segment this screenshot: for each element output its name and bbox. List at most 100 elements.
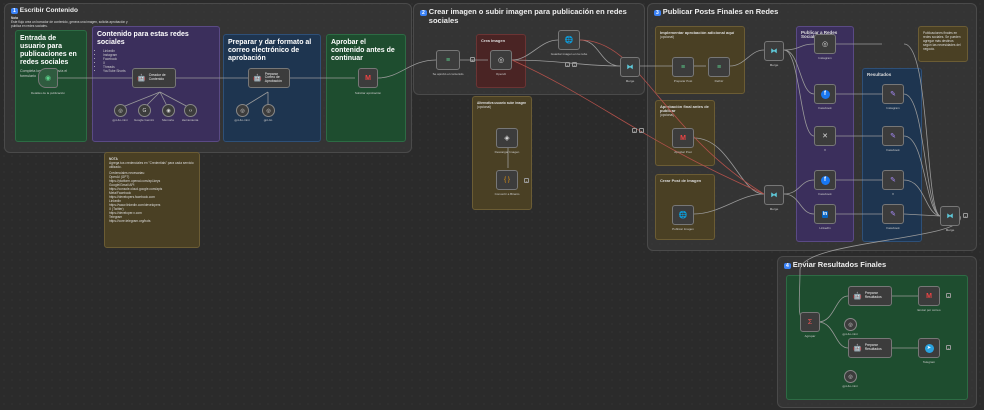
x-icon: ✕ — [822, 132, 828, 140]
openai-icon: ◎ — [118, 107, 123, 114]
node-instagram[interactable]: ◎ — [814, 34, 836, 54]
node-resultado-1[interactable]: ✎ — [882, 84, 904, 104]
node-gmail-final[interactable]: M — [672, 128, 694, 148]
node-preparar-resultados-2[interactable]: 🤖 Preparar Resultados — [848, 338, 892, 358]
note-heading: Nota — [11, 16, 19, 20]
gemini-icon: G — [142, 107, 147, 114]
node-label: Solicitar aprobación — [354, 91, 382, 95]
node-merge-final[interactable]: ⧓ — [940, 206, 960, 226]
merge-icon: ⧓ — [770, 47, 778, 55]
set-icon: ≡ — [680, 63, 686, 71]
node-http-post[interactable]: 🌐 — [672, 205, 694, 225]
subnode-llm[interactable]: ◎ — [114, 104, 127, 117]
openai-icon: ◎ — [497, 56, 505, 64]
credential-link[interactable]: https://developer.x.com — [109, 211, 142, 215]
sticky-preparar: Preparar y dar formato al correo electró… — [223, 34, 321, 142]
gmail-icon: M — [680, 134, 686, 142]
group-number: 2 — [420, 10, 427, 16]
node-code-binario[interactable]: { } — [496, 170, 518, 190]
pencil-icon: ✎ — [890, 210, 896, 218]
node-linkedin[interactable]: in — [814, 204, 836, 224]
credential-link[interactable]: https://developers.facebook.com — [109, 195, 155, 199]
node-gmail-resultados[interactable]: M — [918, 286, 940, 306]
node-resultado-4[interactable]: ✎ — [882, 204, 904, 224]
instagram-icon: ◎ — [821, 40, 829, 48]
node-drive-descargar[interactable]: ◈ — [496, 128, 518, 148]
subnode-memoria[interactable]: ◉ — [162, 104, 175, 117]
openai-icon: ◎ — [240, 107, 245, 114]
node-gmail-aprobacion[interactable]: M — [358, 68, 378, 88]
node-form-trigger[interactable]: ◉ — [38, 68, 58, 88]
set-icon: ≡ — [445, 56, 451, 64]
node-agente-contenido[interactable]: 🤖 Creador de Contenido — [132, 68, 176, 88]
group-title: Escribir Contenido — [19, 7, 78, 14]
add-node-button[interactable]: + — [946, 345, 951, 351]
group-number: 3 — [654, 10, 661, 16]
node-resultado-3[interactable]: ✎ — [882, 170, 904, 190]
node-merge-1[interactable]: ⧓ — [620, 57, 640, 77]
node-resultado-2[interactable]: ✎ — [882, 126, 904, 146]
subnode-llm[interactable]: ◎ — [844, 370, 857, 383]
merge-icon: ⧓ — [770, 191, 778, 199]
node-x[interactable]: ✕ — [814, 126, 836, 146]
add-node-button[interactable]: + — [470, 57, 475, 63]
node-telegram[interactable]: ➤ — [918, 338, 940, 358]
openai-icon: ◎ — [848, 373, 853, 380]
linkedin-icon: in — [821, 210, 829, 218]
node-agrupar[interactable]: Σ — [800, 312, 820, 332]
group-title: Enviar Resultados Finales — [792, 260, 887, 269]
add-node-button[interactable]: + — [565, 62, 570, 68]
aggregate-icon: Σ — [807, 318, 813, 326]
add-node-button[interactable]: + — [639, 128, 644, 134]
add-node-button[interactable]: + — [572, 62, 577, 68]
robot-icon: 🤖 — [853, 344, 862, 352]
subnode-gemini[interactable]: G — [138, 104, 151, 117]
node-facebook-2[interactable]: f — [814, 170, 836, 190]
group-number: 4 — [784, 263, 791, 269]
subnode-llm[interactable]: ◎ — [262, 104, 275, 117]
code-icon: ‹› — [188, 107, 193, 114]
node-set-aprobado[interactable]: ≡ — [436, 50, 460, 70]
node-preparar-resultados-1[interactable]: 🤖 Preparar Resultados — [848, 286, 892, 306]
merge-icon: ⧓ — [946, 212, 954, 220]
credential-link[interactable]: https://console.cloud.google.com/apis — [109, 187, 163, 191]
add-node-button[interactable]: + — [632, 128, 637, 134]
gmail-icon: M — [365, 74, 371, 82]
node-merge-3[interactable]: ⧓ — [764, 185, 784, 205]
node-set-post[interactable]: ≡ — [672, 57, 694, 77]
node-http-guardar[interactable]: 🌐 — [558, 30, 580, 50]
credential-link[interactable]: https://core.telegram.org/bots — [109, 219, 151, 223]
merge-icon: ⧓ — [626, 63, 634, 71]
add-node-button[interactable]: + — [524, 178, 529, 184]
node-openai-imagen[interactable]: ◎ — [490, 50, 512, 70]
sticky-alternativa: Alternativa usuario sube imagen (opciona… — [472, 96, 532, 210]
telegram-icon: ➤ — [924, 343, 934, 353]
form-icon: ◉ — [44, 74, 52, 82]
facebook-icon: f — [820, 175, 830, 185]
subnode-herramienta[interactable]: ‹› — [184, 104, 197, 117]
pencil-icon: ✎ — [890, 176, 896, 184]
group-title: Crear imagen o subir imagen para publica… — [428, 7, 627, 25]
node-label: Detalles de la publicación — [30, 91, 66, 95]
subnode-llm[interactable]: ◎ — [844, 318, 857, 331]
code-icon: { } — [504, 176, 510, 183]
node-preparar-correo[interactable]: 🤖 Preparar Correo de Aprobación — [248, 68, 290, 88]
pencil-icon: ✎ — [890, 90, 896, 98]
subnode-llm[interactable]: ◎ — [236, 104, 249, 117]
node-facebook-1[interactable]: f — [814, 84, 836, 104]
credential-link[interactable]: https://platform.openai.com/api-keys — [109, 179, 161, 183]
add-node-button[interactable]: + — [963, 213, 968, 219]
credential-link[interactable]: https://www.linkedin.com/developers — [109, 203, 161, 207]
drive-icon: ◈ — [504, 134, 510, 142]
sticky-nota-derecha: Publicaciones finales en redes sociales.… — [918, 26, 968, 62]
add-node-button[interactable]: + — [946, 293, 951, 299]
robot-icon: 🤖 — [853, 292, 862, 300]
node-merge-2[interactable]: ⧓ — [764, 41, 784, 61]
note-text: Este flujo crea un borrador de contenido… — [11, 20, 128, 28]
gmail-icon: M — [926, 292, 932, 300]
globe-icon: 🌐 — [678, 211, 688, 219]
memory-icon: ◉ — [166, 107, 171, 114]
robot-icon: 🤖 — [253, 74, 262, 82]
node-set-implementar[interactable]: ≡ — [708, 57, 730, 77]
